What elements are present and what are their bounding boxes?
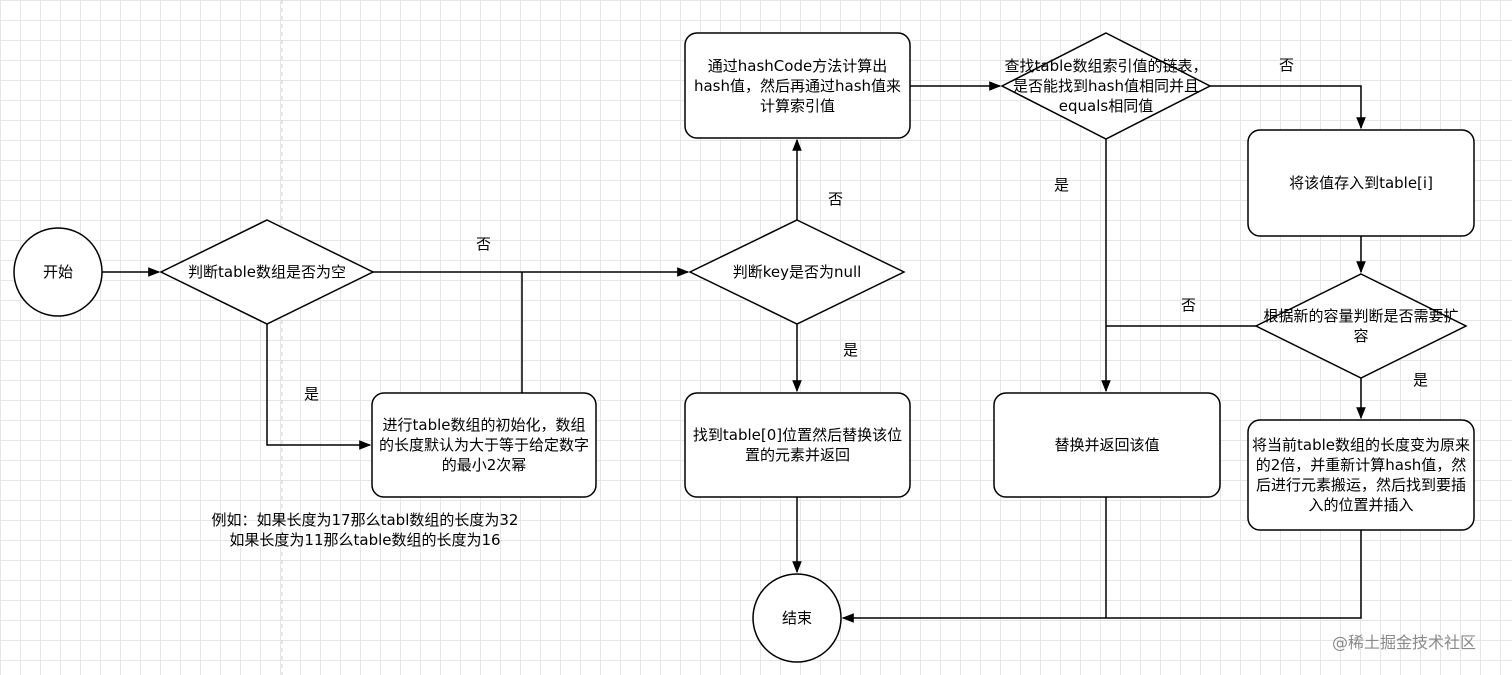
replace-return-label: 替换并返回该值 (1054, 436, 1160, 454)
end-node[interactable] (752, 573, 842, 663)
key-null-no-label: 否 (828, 190, 844, 208)
check-resize-label: 根据新的容量判断是否需要扩容 (1263, 307, 1459, 345)
calc-hash-label: 通过hashCode方法计算出hash值，然后再通过hash值来计算索引值 (693, 56, 902, 115)
process-init-table[interactable] (371, 392, 597, 498)
key-null-label: 判断key是否为null (732, 263, 862, 281)
find-no-label: 否 (1279, 56, 1295, 74)
edge-resize-to-end (841, 530, 1362, 623)
key-null-yes-label: 是 (843, 341, 859, 359)
example-note-line1: 例如：如果长度为17那么tabl数组的长度为32 (211, 511, 519, 529)
table-empty-yes-label: 是 (304, 385, 320, 403)
edge-find-no (1210, 85, 1366, 130)
edge-table-check-yes (266, 324, 372, 450)
init-table-label: 进行table数组的初始化，数组的长度默认为大于等于给定数字的最小2次幂 (378, 416, 589, 474)
find-chain-label: 查找table数组索引值的链表，是否能找到hash值相同并且equals相同值 (1004, 57, 1208, 115)
resize-label: 将当前table数组的长度变为原来的2倍，并重新计算hash值，然后进行元素搬运… (1252, 436, 1470, 514)
resize-yes-label: 是 (1413, 371, 1429, 389)
resize-no-label: 否 (1181, 296, 1197, 314)
example-note-line2: 如果长度为11那么table数组的长度为16 (229, 531, 501, 549)
store-value-label: 将该值存入到table[i] (1289, 174, 1433, 192)
replace-table0-label: 找到table[0]位置然后替换该位置的元素并返回 (692, 426, 903, 464)
example-note: 例如：如果长度为17那么tabl数组的长度为32 如果长度为11那么table数… (170, 510, 560, 550)
table-empty-no-label: 否 (476, 235, 492, 253)
process-replace-return[interactable] (993, 392, 1221, 498)
watermark: @稀土掘金技术社区 (1332, 633, 1477, 652)
end-label: 结束 (781, 609, 812, 627)
table-empty-label: 判断table数组是否为空 (188, 263, 346, 281)
find-yes-label: 是 (1054, 176, 1070, 194)
start-label: 开始 (42, 263, 73, 281)
